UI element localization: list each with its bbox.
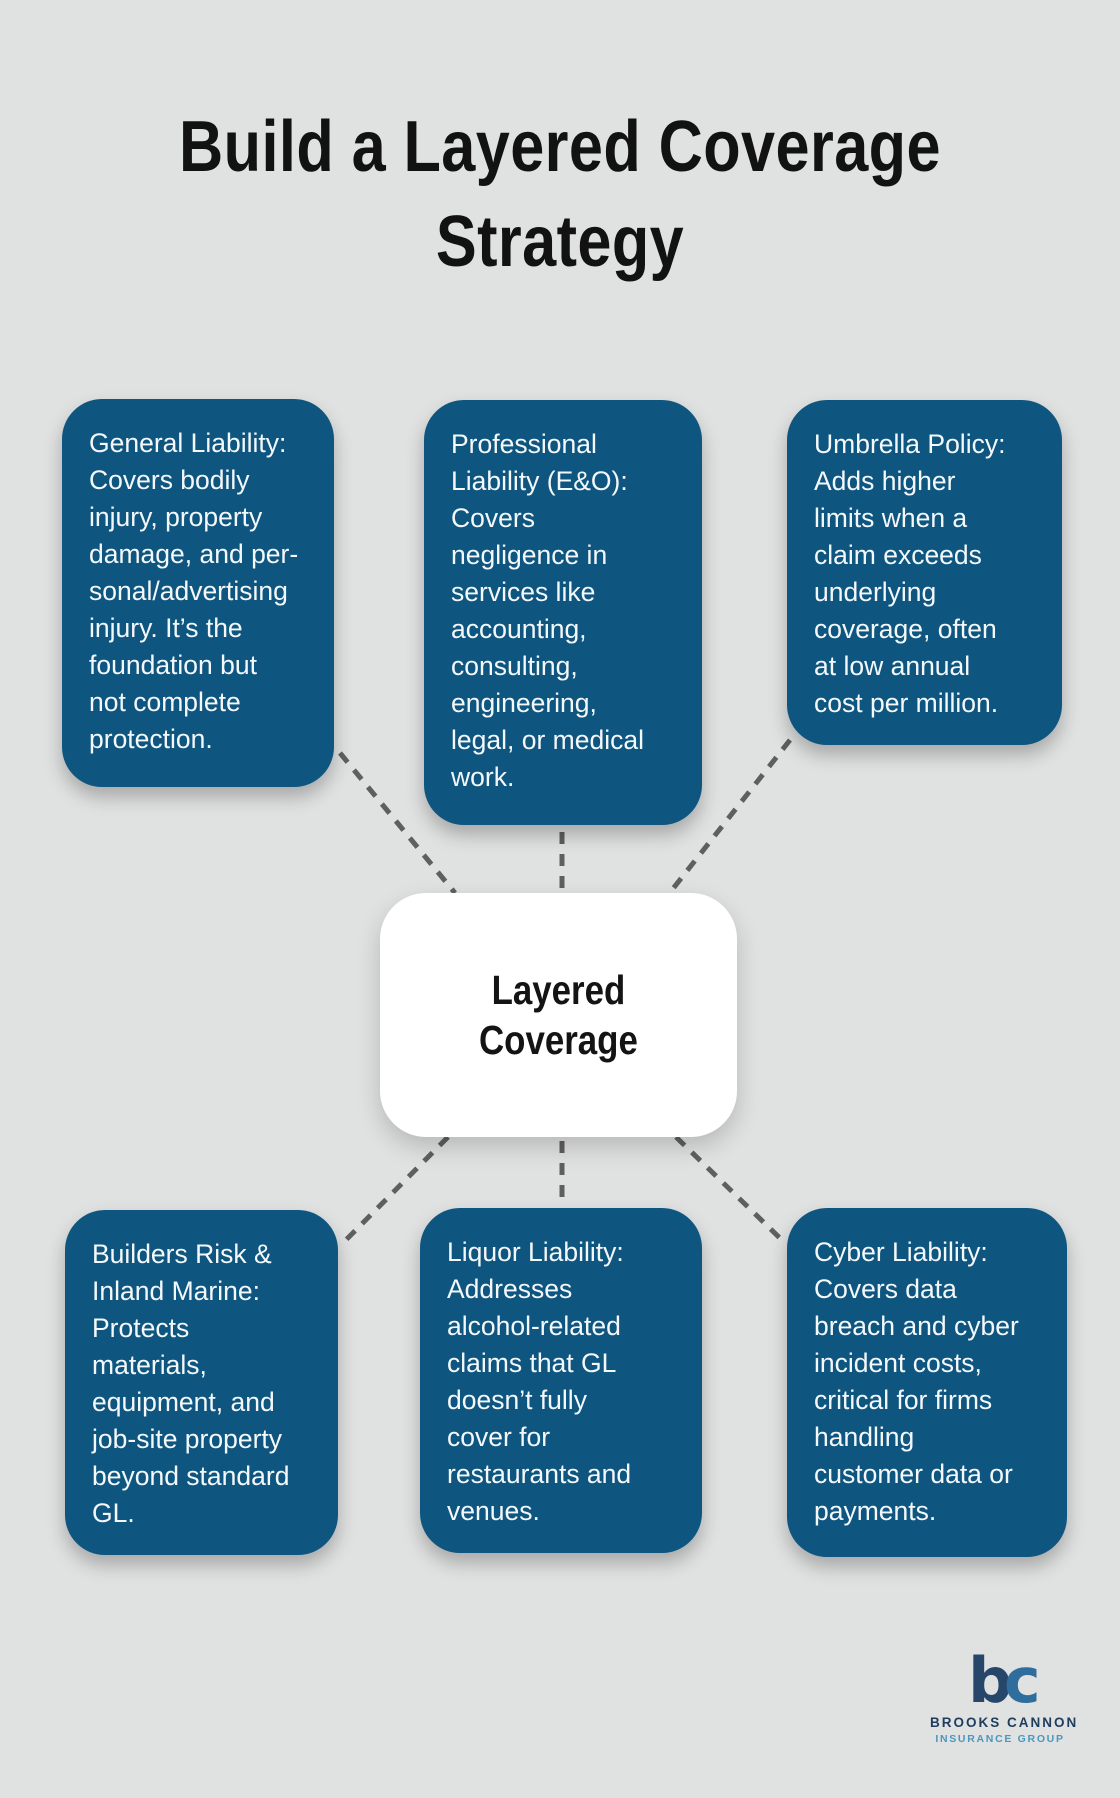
page-title: Build a Layered Coverage Strategy: [179, 107, 941, 282]
logo-bc-monogram: bc: [930, 1650, 1070, 1712]
connector-bottom-left-line: [338, 1135, 450, 1248]
node-liquor-liability-text: Liquor Liability: Addresses alcohol-rela…: [447, 1237, 632, 1526]
node-umbrella-policy-text: Umbrella Policy: Adds higher limits when…: [814, 429, 1006, 718]
logo-company-name: BROOKS CANNON: [930, 1715, 1079, 1730]
node-liquor-liability: Liquor Liability: Addresses alcohol-rela…: [420, 1208, 702, 1553]
node-builders-risk-inland-marine: Builders Risk & Inland Marine: Protects …: [65, 1210, 338, 1555]
node-professional-liability-text: Professional Liability (E&O): Covers neg…: [451, 429, 644, 792]
center-node-label: Layered Coverage: [479, 967, 638, 1063]
connector-bottom-right-line: [674, 1135, 788, 1246]
logo-tagline: INSURANCE GROUP: [935, 1732, 1065, 1745]
connector-top-left-line: [338, 751, 457, 895]
node-builders-risk-inland-marine-text: Builders Risk & Inland Marine: Protects …: [92, 1239, 290, 1528]
node-professional-liability: Professional Liability (E&O): Covers neg…: [424, 400, 702, 825]
node-general-liability: General Liability: Covers bodily injury,…: [62, 399, 334, 787]
node-umbrella-policy: Umbrella Policy: Adds higher limits when…: [787, 400, 1062, 745]
logo-letter-b: b: [968, 1644, 1012, 1717]
logo-letter-c: c: [1003, 1644, 1041, 1717]
node-cyber-liability: Cyber Liability: Covers data breach and …: [787, 1208, 1067, 1557]
node-cyber-liability-text: Cyber Liability: Covers data breach and …: [814, 1237, 1019, 1526]
node-general-liability-text: General Liability: Covers bodily injury,…: [89, 428, 299, 754]
center-node-layered-coverage: Layered Coverage: [380, 893, 737, 1137]
connector-top-right-line: [666, 738, 792, 897]
brand-logo: bc BROOKS CANNON INSURANCE GROUP: [930, 1650, 1079, 1745]
